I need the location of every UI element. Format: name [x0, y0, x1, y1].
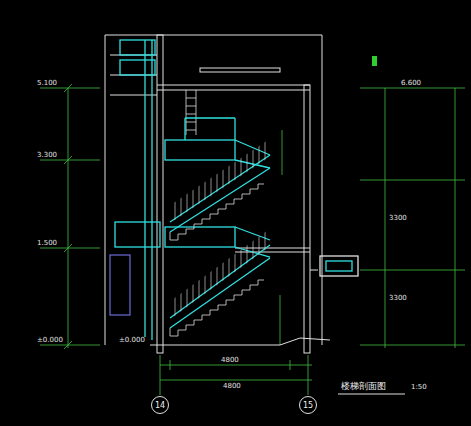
dimension-text: 1.500 [36, 240, 58, 247]
dimension-text: 4800 [222, 383, 242, 390]
axis-number: 15 [303, 401, 313, 410]
dimension-text: 6.600 [400, 80, 422, 87]
dimension-text: 3300 [388, 295, 408, 302]
axis-number: 14 [155, 401, 165, 410]
dimension-text: ±0.000 [118, 337, 146, 344]
axis-bubble: 14 [151, 396, 169, 414]
dimension-text: 4800 [220, 357, 240, 364]
axis-bubble: 15 [299, 396, 317, 414]
dimension-text: 3300 [388, 215, 408, 222]
drawing-title: 楼梯剖面图 [340, 382, 387, 391]
dimension-text: 5.100 [36, 80, 58, 87]
dimension-text: 1:50 [410, 384, 428, 391]
dimension-text: ±0.000 [36, 337, 64, 344]
dimension-text: 3.300 [36, 152, 58, 159]
